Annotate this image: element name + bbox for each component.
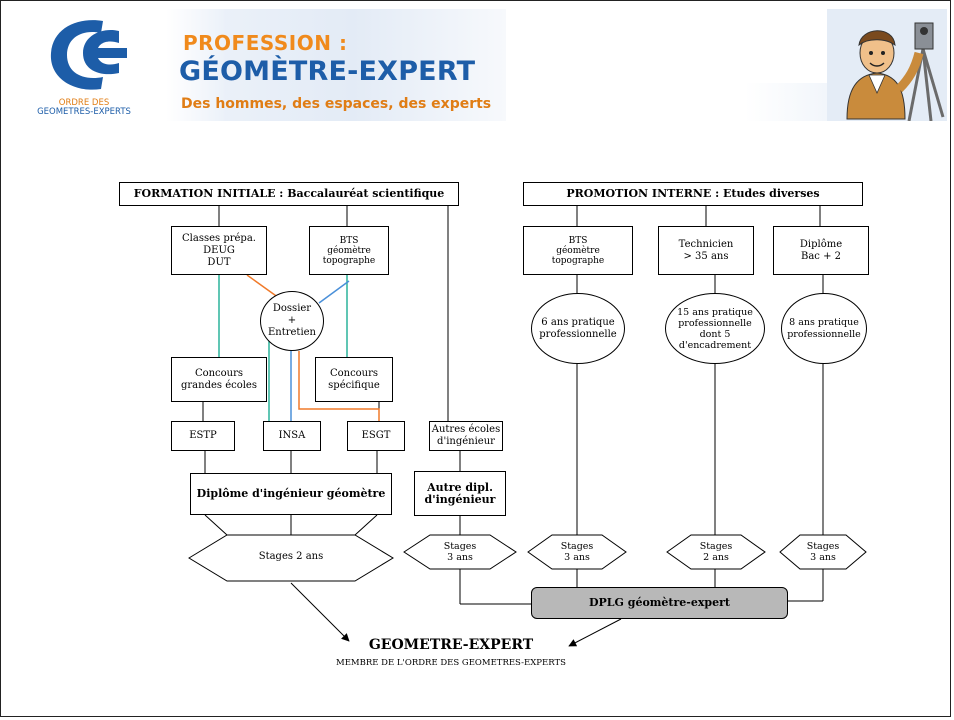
stages-2ans-left-label: Stages 2 ans [258, 551, 324, 562]
stages-3ans-b-shape [527, 534, 627, 570]
stages-3ans-d-label: Stages 3 ans [806, 541, 840, 563]
result-subtitle: MEMBRE DE L'ORDRE DES GEOMETRES-EXPERTS [336, 658, 566, 668]
logo-line1: ORDRE DES [58, 98, 110, 108]
result-title: GEOMETRE-EXPERT [368, 637, 534, 653]
surveyor-cartoon-icon [827, 9, 947, 121]
stages-3ans-d-shape [779, 534, 867, 570]
stages-3ans-b-label: Stages 3 ans [560, 541, 594, 563]
dossier-entretien-ellipse: Dossier + Entretien [260, 291, 324, 351]
stages-2ans-c-shape [666, 534, 766, 570]
diplome-ingenieur-box: Diplôme d'ingénieur géomètre [190, 473, 392, 515]
diplome-bac2-box: Diplôme Bac + 2 [773, 226, 869, 275]
esgt-box: ESGT [347, 421, 405, 451]
logo-line2: GEOMETRES-EXPERTS [37, 107, 131, 117]
promotion-interne-header: PROMOTION INTERNE : Etudes diverses [523, 182, 863, 206]
pratique-8-ellipse: 8 ans pratique professionnelle [781, 293, 867, 364]
technicien-box: Technicien > 35 ans [658, 226, 754, 275]
ordre-logo-icon [50, 20, 127, 90]
header-tagline: Des hommes, des espaces, des experts [181, 96, 492, 112]
classes-prepa-box: Classes prépa. DEUG DUT [171, 226, 267, 275]
autres-ecoles-box: Autres écoles d'ingénieur [429, 421, 503, 451]
autre-diplome-box: Autre dipl. d'ingénieur [414, 471, 506, 516]
pratique-15-ellipse: 15 ans pratique professionnelle dont 5 d… [665, 293, 765, 364]
header-profession: PROFESSION : [183, 31, 348, 55]
concours-specifique-box: Concours spécifique [315, 357, 393, 402]
logo-caption: ORDRE DES GEOMETRES-EXPERTS [9, 99, 159, 117]
concours-grandes-ecoles-box: Concours grandes écoles [171, 357, 267, 402]
header-banner [166, 9, 506, 121]
bts-right-box: BTS géomètre topographe [523, 226, 633, 275]
formation-initiale-header: FORMATION INITIALE : Baccalauréat scient… [119, 182, 459, 206]
insa-box: INSA [263, 421, 321, 451]
header-title: GÉOMÈTRE-EXPERT [179, 56, 476, 87]
estp-box: ESTP [171, 421, 235, 451]
dplg-box: DPLG géomètre-expert [531, 587, 788, 619]
bts-left-box: BTS géomètre topographe [309, 226, 389, 275]
stages-2ans-c-label: Stages 2 ans [699, 541, 733, 563]
stages-2ans-left-shape [188, 534, 394, 582]
stages-3ans-a-label: Stages 3 ans [443, 541, 477, 563]
pratique-6-ellipse: 6 ans pratique professionnelle [531, 293, 625, 364]
stages-3ans-a-shape [403, 534, 517, 570]
